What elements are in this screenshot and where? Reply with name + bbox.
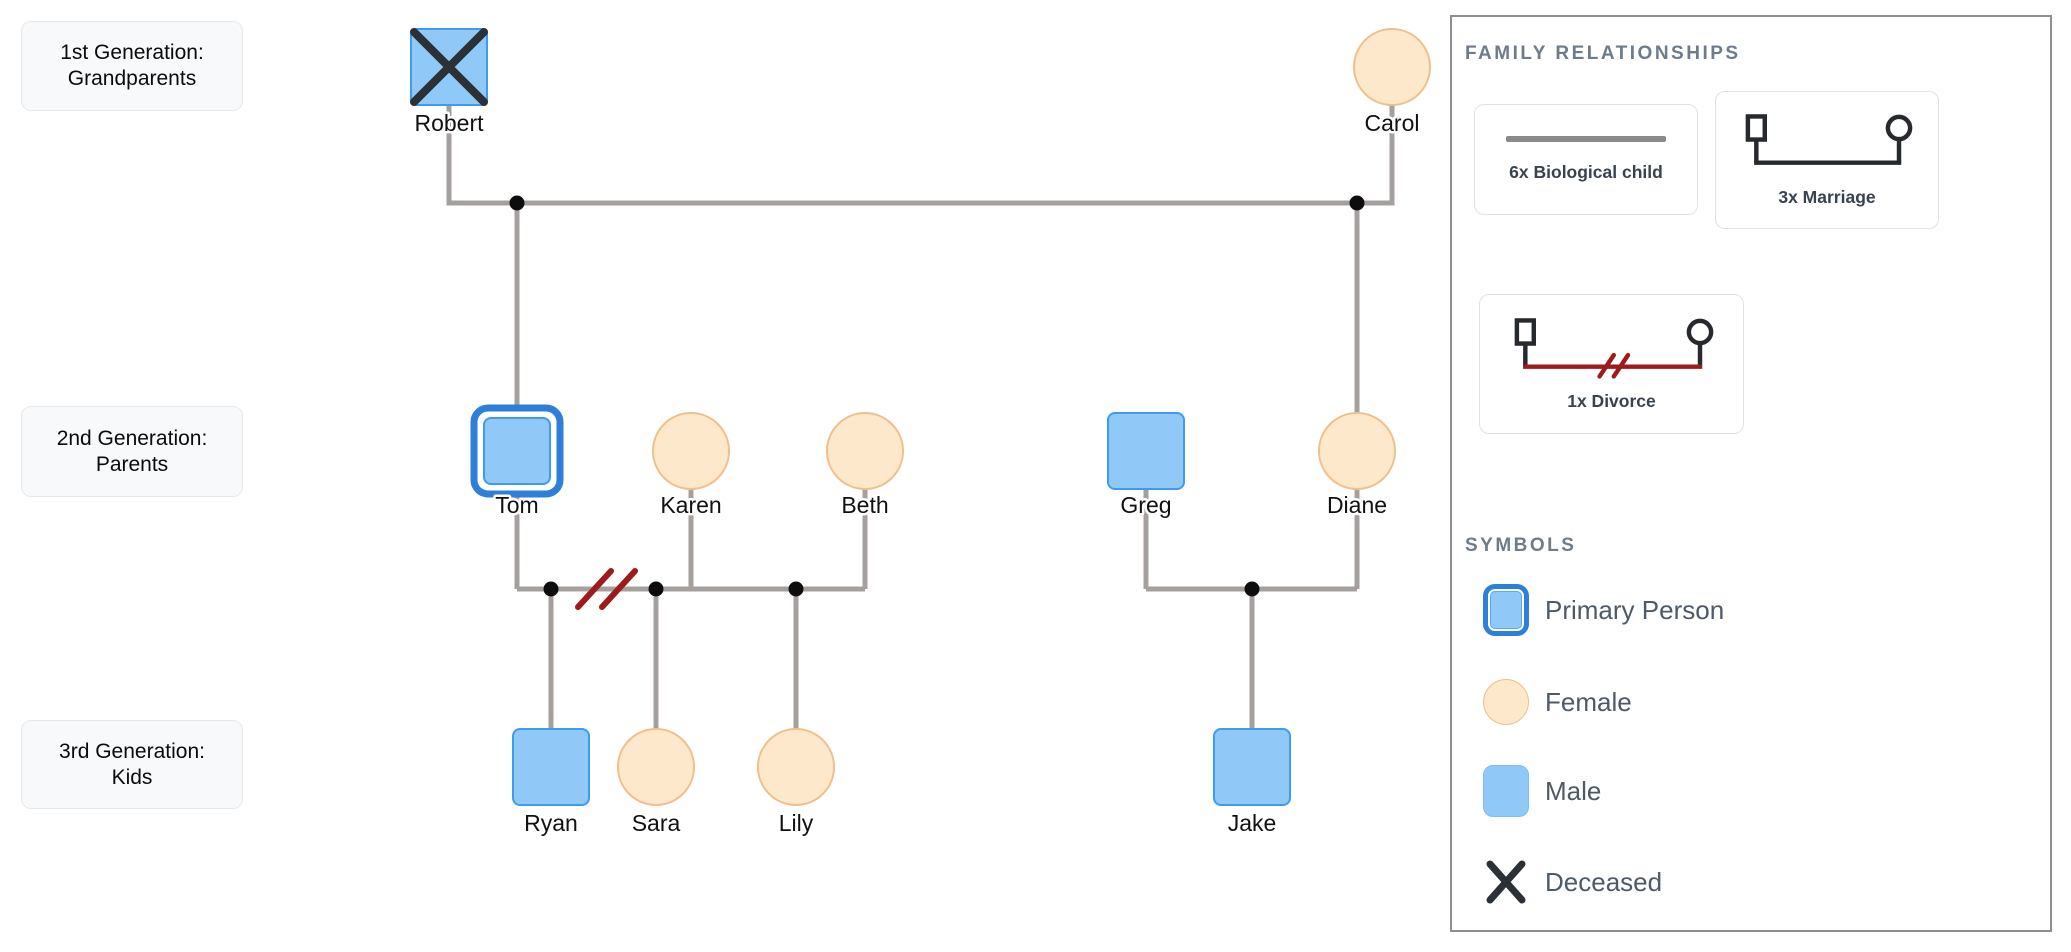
symbol-label: Primary Person bbox=[1545, 594, 1725, 625]
deceased-x-icon bbox=[1486, 860, 1526, 904]
person-node-lily[interactable]: Lily bbox=[757, 728, 835, 839]
legend-item-label: 3x Marriage bbox=[1778, 186, 1876, 207]
junction-dot-lily bbox=[788, 581, 804, 597]
marriage-line-robert-carol bbox=[446, 105, 1395, 206]
divorce-slash-icon bbox=[575, 568, 614, 610]
person-name: Robert bbox=[414, 110, 484, 136]
generation-label-3-line1: 3rd Generation: bbox=[59, 739, 205, 763]
generation-label-3: 3rd Generation: Kids bbox=[21, 720, 243, 809]
junction-dot-diane bbox=[1349, 195, 1365, 211]
symbol-label: Male bbox=[1545, 775, 1602, 806]
primary-person-icon bbox=[1483, 584, 1529, 636]
legend-item-divorce: 1x Divorce bbox=[1479, 294, 1744, 434]
person-name: Karen bbox=[660, 492, 721, 518]
male-square[interactable] bbox=[483, 417, 551, 485]
generation-label-2-line1: 2nd Generation: bbox=[56, 426, 208, 450]
symbol-row-female: Female bbox=[1483, 679, 1632, 725]
child-junction-dots bbox=[509, 195, 1365, 597]
person-node-robert[interactable]: Robert bbox=[410, 28, 488, 139]
junction-dot-ryan bbox=[543, 581, 559, 597]
person-name: Greg bbox=[1120, 492, 1171, 518]
person-name: Diane bbox=[1327, 492, 1387, 518]
legend-item-biological-child: 6x Biological child bbox=[1474, 104, 1698, 215]
male-icon bbox=[1483, 765, 1529, 817]
divorce-slash-icon bbox=[599, 568, 638, 610]
symbol-row-primary-person: Primary Person bbox=[1483, 584, 1724, 636]
female-circle[interactable] bbox=[617, 728, 695, 806]
marriage-line-tom-karen-beth bbox=[514, 451, 868, 592]
person-name: Tom bbox=[495, 492, 538, 518]
symbol-label: Female bbox=[1545, 686, 1632, 717]
female-circle[interactable] bbox=[652, 412, 730, 490]
junction-dot-sara bbox=[648, 581, 664, 597]
junction-dot-tom bbox=[509, 195, 525, 211]
person-node-diane[interactable]: Diane bbox=[1318, 412, 1396, 521]
female-circle[interactable] bbox=[757, 728, 835, 806]
generation-label-2-line2: Parents bbox=[95, 452, 169, 476]
person-node-carol[interactable]: Carol bbox=[1353, 28, 1431, 139]
generation-label-1: 1st Generation: Grandparents bbox=[21, 21, 243, 111]
female-circle[interactable] bbox=[826, 412, 904, 490]
female-icon bbox=[1483, 679, 1529, 725]
person-node-jake[interactable]: Jake bbox=[1213, 728, 1291, 839]
legend-title: FAMILY RELATIONSHIPS bbox=[1465, 43, 1741, 64]
marriage-icon bbox=[1745, 114, 1913, 166]
divorce-icon bbox=[1514, 318, 1713, 379]
symbol-label: Deceased bbox=[1545, 866, 1663, 897]
person-node-greg[interactable]: Greg bbox=[1107, 412, 1185, 521]
person-name: Jake bbox=[1228, 810, 1277, 836]
generation-label-2: 2nd Generation: Parents bbox=[21, 406, 243, 497]
legend-item-label: 6x Biological child bbox=[1509, 162, 1663, 183]
person-name: Sara bbox=[632, 810, 681, 836]
biological-child-line-icon bbox=[1506, 135, 1666, 142]
person-name: Carol bbox=[1365, 110, 1420, 136]
relationship-lines bbox=[446, 105, 1395, 767]
female-circle[interactable] bbox=[1318, 412, 1396, 490]
symbol-row-deceased: Deceased bbox=[1483, 859, 1662, 905]
legend-panel: FAMILY RELATIONSHIPS 6x Biological child… bbox=[1450, 15, 2052, 932]
person-node-ryan[interactable]: Ryan bbox=[512, 728, 590, 839]
legend-item-label: 1x Divorce bbox=[1567, 391, 1656, 411]
person-name: Lily bbox=[779, 810, 814, 836]
divorce-mark-tom-karen bbox=[575, 568, 638, 610]
legend-item-marriage: 3x Marriage bbox=[1715, 91, 1939, 229]
symbol-row-male: Male bbox=[1483, 765, 1601, 817]
person-node-sara[interactable]: Sara bbox=[617, 728, 695, 839]
symbols-title: SYMBOLS bbox=[1465, 535, 1577, 556]
female-circle[interactable] bbox=[1353, 28, 1431, 106]
generation-label-1-line2: Grandparents bbox=[67, 67, 197, 90]
junction-dot-jake bbox=[1244, 581, 1260, 597]
person-name: Beth bbox=[841, 492, 888, 518]
male-square[interactable] bbox=[1213, 728, 1291, 806]
person-node-karen[interactable]: Karen bbox=[652, 412, 730, 521]
male-square[interactable] bbox=[512, 728, 590, 806]
person-node-tom[interactable]: Tom bbox=[470, 404, 564, 521]
deceased-x-icon bbox=[410, 28, 488, 106]
person-name: Ryan bbox=[524, 810, 578, 836]
male-square[interactable] bbox=[1107, 412, 1185, 490]
generation-label-3-line2: Kids bbox=[111, 765, 153, 789]
generation-label-1-line1: 1st Generation: bbox=[60, 41, 204, 65]
person-node-beth[interactable]: Beth bbox=[826, 412, 904, 521]
